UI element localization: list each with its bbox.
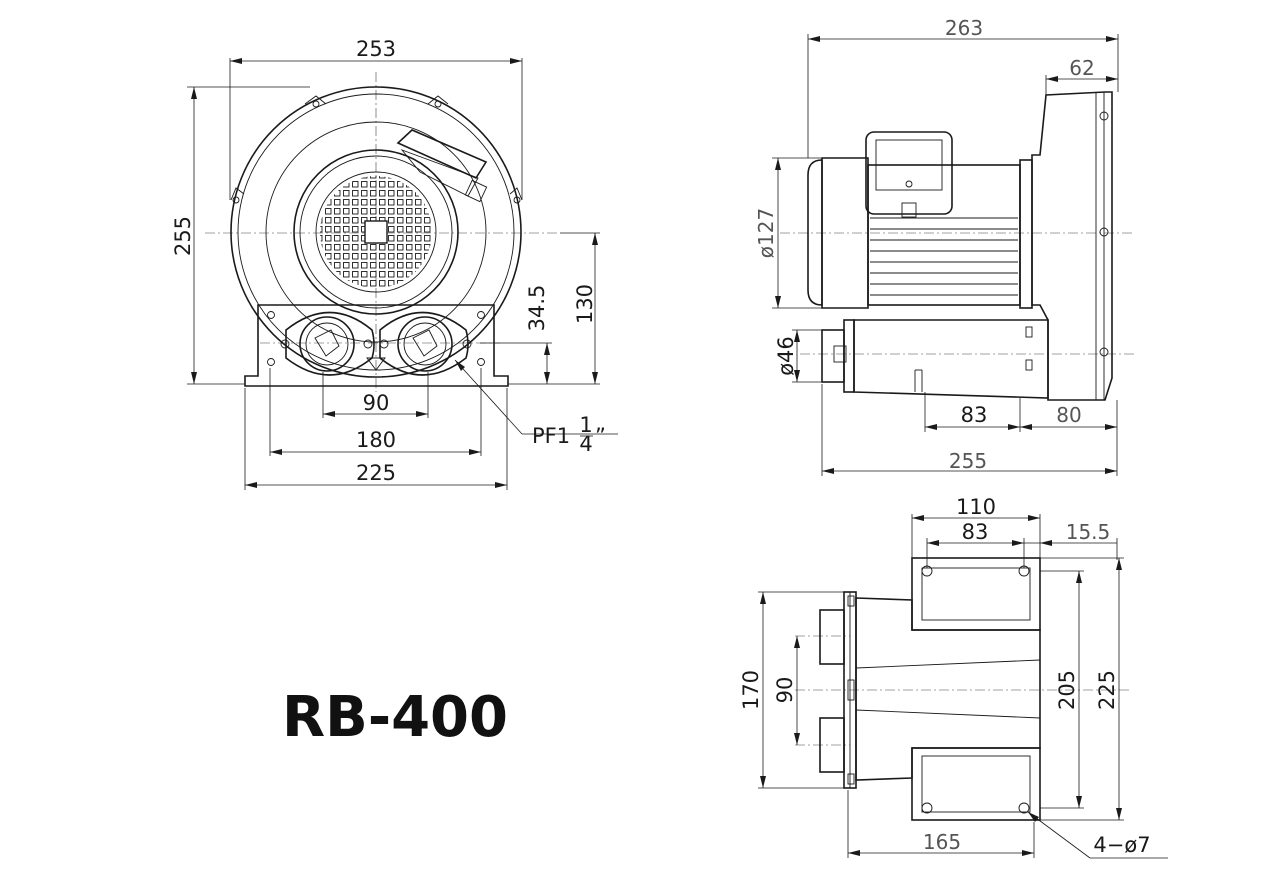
- svg-text:1: 1: [579, 413, 592, 437]
- svg-text:PF1: PF1: [532, 424, 570, 448]
- dim-motor-dia: ø127: [754, 208, 778, 258]
- front-view: [187, 58, 618, 490]
- dim-foot-length: 83: [961, 403, 988, 427]
- top-view: [758, 514, 1168, 859]
- dim-top-foot-hole-spacing: 83: [962, 520, 989, 544]
- dim-port-spacing: 90: [363, 391, 390, 415]
- dim-axis-height: 130: [573, 284, 597, 324]
- svg-text:4: 4: [579, 432, 592, 456]
- dim-port-dia: ø46: [774, 336, 798, 376]
- side-view: [772, 34, 1135, 476]
- svg-text:”: ”: [595, 424, 606, 448]
- holes-label: 4−ø7: [1093, 833, 1150, 857]
- dim-overall-length: 263: [945, 16, 983, 40]
- dimension-labels: 253 255 34.5 130 90 180 225 PF1 1 4 ” 26…: [171, 16, 1151, 857]
- dim-outlet-height: 34.5: [525, 285, 549, 332]
- port-thread-label: PF1 1 4 ”: [532, 413, 606, 456]
- dim-base-depth: 225: [1095, 670, 1119, 710]
- dim-foot-edge: 15.5: [1066, 520, 1111, 544]
- dim-blower-depth: 62: [1069, 56, 1094, 80]
- dim-foot-hole-spacing: 180: [356, 428, 396, 452]
- dim-hole-offset: 165: [923, 830, 961, 854]
- dim-foot-hole-span: 205: [1055, 670, 1079, 710]
- dim-foot-offset: 80: [1056, 403, 1081, 427]
- dim-top-port-spacing: 90: [773, 677, 797, 704]
- model-title: RB-400: [282, 685, 508, 750]
- dim-base-width: 225: [356, 461, 396, 485]
- dim-foot-width: 110: [956, 495, 996, 519]
- dim-overall-height: 255: [171, 216, 195, 256]
- dim-flange-height: 170: [739, 670, 763, 710]
- dim-base-length: 255: [949, 449, 987, 473]
- dim-overall-width: 253: [356, 37, 396, 61]
